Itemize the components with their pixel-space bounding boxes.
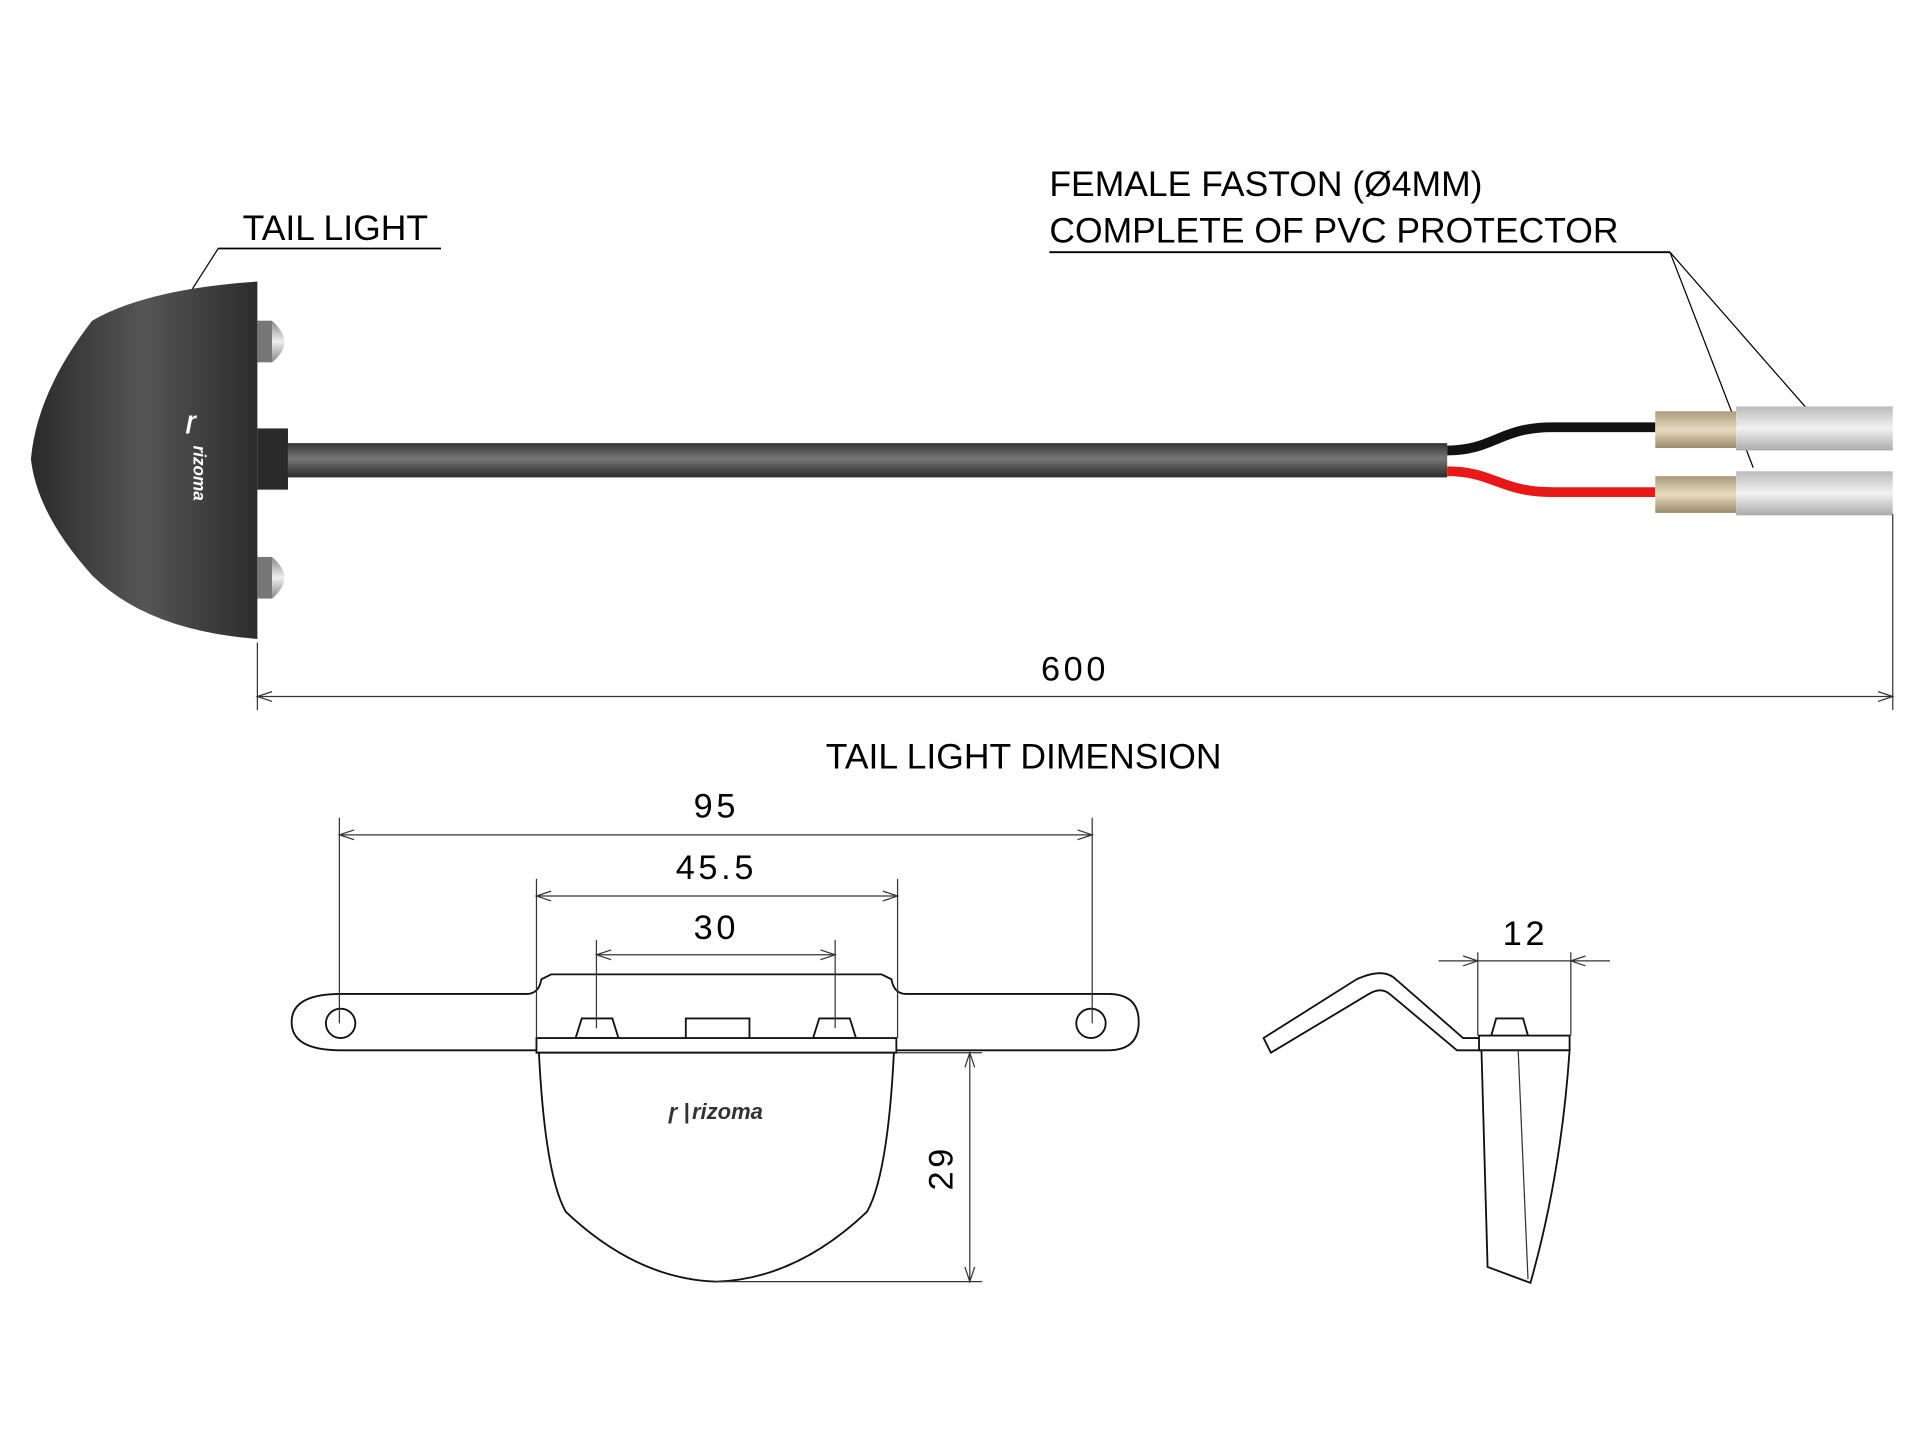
front-brand-logo-text: ɼ |rizoma	[668, 1099, 763, 1124]
tail-light-label: TAIL LIGHT	[243, 208, 428, 248]
front-brand-name: rizoma	[692, 1099, 763, 1124]
screw-spacing-value: 30	[694, 909, 739, 947]
dimension-29: 29	[716, 1050, 983, 1284]
tail-light-housing: ɼ rizoma	[30, 281, 288, 639]
tail-light-callout: TAIL LIGHT	[180, 208, 441, 307]
faston-label-line1: FEMALE FASTON (Ø4MM)	[1049, 164, 1482, 204]
body-width-value: 45.5	[676, 849, 757, 887]
depth-value: 12	[1503, 915, 1548, 953]
cable-length-value: 600	[1041, 651, 1109, 689]
red-wire	[1447, 466, 1656, 497]
faston-connector-black	[1655, 406, 1893, 451]
front-brand-logo-mark: ɼ |	[668, 1099, 690, 1124]
faston-label-line2: COMPLETE OF PVC PROTECTOR	[1049, 210, 1618, 250]
section-title: TAIL LIGHT DIMENSION	[826, 737, 1222, 777]
dimension-12: 12	[1438, 915, 1610, 1036]
bolt-icon	[257, 556, 285, 599]
overall-width-value: 95	[694, 788, 739, 826]
side-view	[1262, 972, 1571, 1285]
black-wire	[1447, 422, 1656, 456]
height-value: 29	[923, 1145, 961, 1190]
bolt-icon	[257, 320, 285, 363]
brand-logo-mark: ɼ	[185, 407, 197, 434]
dimension-95: 95	[337, 788, 1095, 1024]
brand-logo-text: rizoma	[190, 446, 210, 502]
front-view: ɼ |rizoma	[290, 973, 1140, 1283]
dimension-600: 600	[255, 514, 1895, 710]
faston-connector-red	[1655, 471, 1893, 516]
dimension-45-5: 45.5	[534, 849, 900, 1039]
dimension-30: 30	[594, 909, 838, 1029]
cable	[287, 443, 1448, 478]
